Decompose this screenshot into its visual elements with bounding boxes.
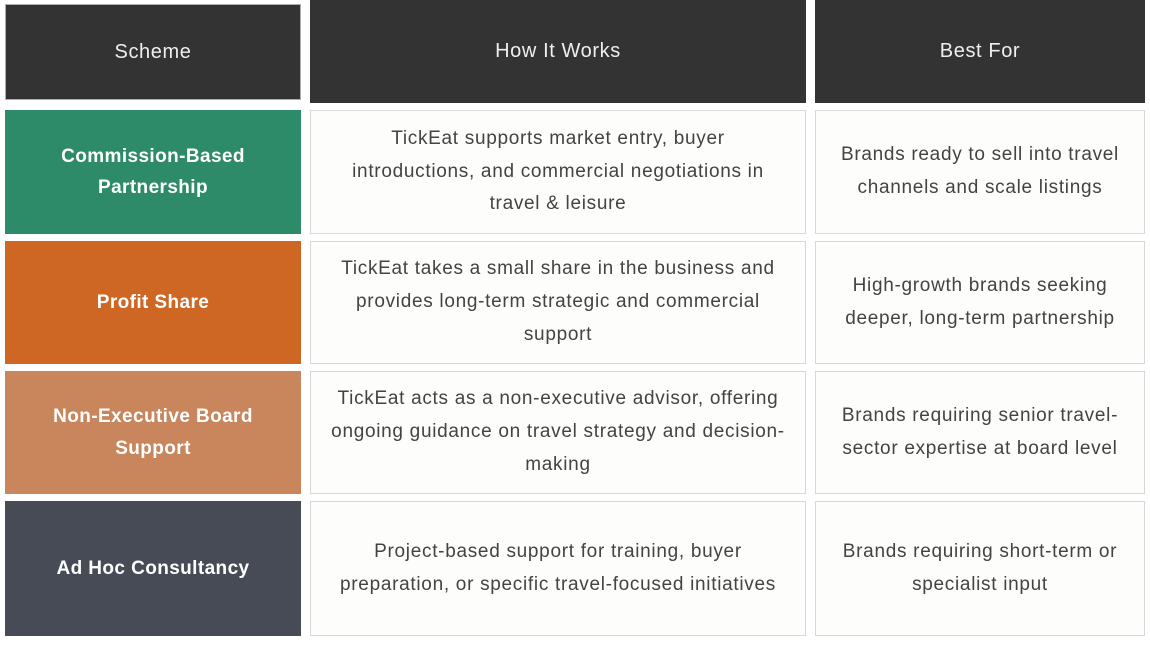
scheme-cell-commission-based-partnership: Commission-Based Partnership [5,110,301,234]
scheme-cell-ad-hoc-consultancy: Ad Hoc Consultancy [5,501,301,636]
how-it-works-cell: TickEat supports market entry, buyer int… [310,110,806,234]
how-it-works-cell: Project-based support for training, buye… [310,501,806,636]
table-grid: Scheme How It Works Best For Commission-… [5,0,1145,636]
scheme-cell-profit-share: Profit Share [5,241,301,364]
best-for-cell: High-growth brands seeking deeper, long-… [815,241,1145,364]
scheme-cell-non-executive-board-support: Non-Executive Board Support [5,371,301,494]
how-it-works-cell: TickEat acts as a non-executive advisor,… [310,371,806,494]
column-header-scheme: Scheme [5,4,301,100]
column-header-best-for: Best For [815,0,1145,103]
column-header-how-it-works: How It Works [310,0,806,103]
best-for-cell: Brands requiring senior travel-sector ex… [815,371,1145,494]
how-it-works-cell: TickEat takes a small share in the busin… [310,241,806,364]
best-for-cell: Brands requiring short-term or specialis… [815,501,1145,636]
best-for-cell: Brands ready to sell into travel channel… [815,110,1145,234]
